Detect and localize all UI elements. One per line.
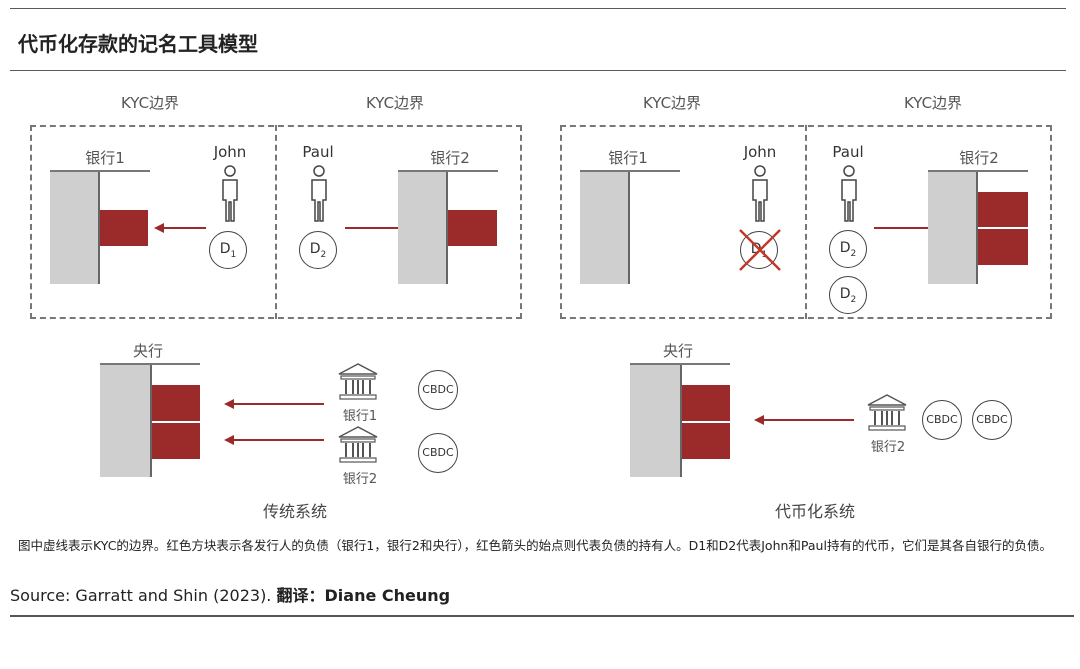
cbdc-token-right-1: CBDC [922, 400, 962, 440]
bottom-rule [10, 615, 1074, 617]
bank1-liability [100, 210, 148, 246]
central-bank-label: 央行 [132, 342, 163, 360]
bank2-label: 银行2 [430, 149, 470, 167]
bank1-balance-right [580, 172, 630, 284]
arrow-left-icon [754, 415, 854, 425]
central-liability-separator [152, 421, 200, 423]
john-label-right: John [743, 143, 777, 161]
kyc-label-right-a: KYC边界 [642, 94, 702, 112]
bank1-top-line-right [580, 170, 680, 172]
person-icon [222, 165, 238, 222]
bank2-balance [398, 172, 448, 284]
central-bank-label-right: 央行 [662, 342, 693, 360]
arrow-left-icon [154, 223, 206, 233]
person-icon [311, 165, 327, 222]
token-d2: D2 [299, 231, 337, 269]
cbdc-token-2: CBDC [418, 433, 458, 473]
bank2-label-right: 银行2 [959, 149, 999, 167]
title-rule [10, 70, 1066, 71]
bank2-liability [448, 210, 497, 246]
tokenized-system-caption: 代币化系统 [774, 502, 855, 521]
bank-building-icon [338, 363, 378, 400]
inst-bank1-label: 银行1 [342, 409, 378, 424]
bank-building-icon [867, 394, 907, 431]
bank2-top-line-right [928, 170, 1028, 172]
inst-bank2-label: 银行2 [342, 472, 378, 487]
john-label: John [213, 143, 247, 161]
arrow-left-icon [224, 399, 324, 409]
bank2-top-line [398, 170, 498, 172]
top-rule [10, 8, 1066, 9]
cross-icon [739, 229, 781, 271]
traditional-system-caption: 传统系统 [262, 502, 327, 521]
bank1-balance [50, 172, 100, 284]
page-title: 代币化存款的记名工具模型 [18, 32, 258, 56]
token-d1: D1 [209, 231, 247, 269]
bank-building-icon [338, 426, 378, 463]
source-line: Source: Garratt and Shin (2023). 翻译：Dian… [10, 582, 450, 606]
kyc-divider-left [275, 125, 277, 319]
figure-note: 图中虚线表示KYC的边界。红色方块表示各发行人的负债（银行1，银行2和央行），红… [18, 538, 1052, 553]
central-bank-top-line [100, 363, 200, 365]
bank2-liability-separator [978, 227, 1028, 229]
cbdc-token-1: CBDC [418, 370, 458, 410]
paul-label-right: Paul [832, 143, 864, 161]
token-d2-a: D2 [829, 230, 867, 268]
translator-name: Diane Cheung [324, 586, 451, 605]
person-icon [752, 165, 768, 222]
bank1-label-right: 银行1 [608, 149, 648, 167]
source-text: Source: Garratt and Shin (2023). [10, 586, 272, 605]
central-bank-top-line-right [630, 363, 730, 365]
central-bank-balance [100, 365, 152, 477]
central-bank-balance-right [630, 365, 682, 477]
kyc-label-left-b: KYC边界 [365, 94, 425, 112]
bank1-top-line [50, 170, 150, 172]
translator-label: 翻译： [276, 586, 325, 605]
bank1-label: 银行1 [85, 149, 125, 167]
cbdc-token-right-2: CBDC [972, 400, 1012, 440]
kyc-divider-right [805, 125, 807, 319]
person-icon [841, 165, 857, 222]
inst-bank2-label-right: 银行2 [870, 440, 906, 455]
token-d2-b: D2 [829, 276, 867, 314]
bank2-balance-right [928, 172, 978, 284]
arrow-left-icon [224, 435, 324, 445]
central-liability-separator-right [682, 421, 730, 423]
kyc-label-right-b: KYC边界 [903, 94, 963, 112]
kyc-label-left-a: KYC边界 [120, 94, 180, 112]
paul-label: Paul [302, 143, 334, 161]
